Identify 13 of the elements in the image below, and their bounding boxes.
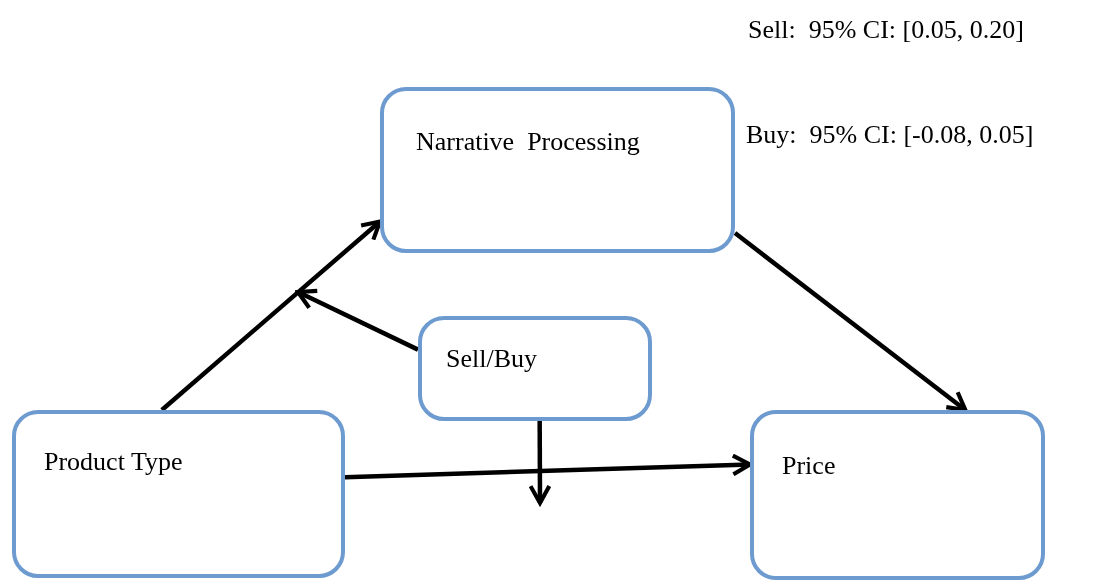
confidence-interval-note: Sell: 95% CI: [0.05, 0.20] xyxy=(748,15,1024,45)
node-label: Product Type xyxy=(44,447,183,477)
confidence-interval-note: Buy: 95% CI: [-0.08, 0.05] xyxy=(746,120,1034,150)
process-box xyxy=(418,316,652,421)
process-box xyxy=(380,87,735,253)
arrow xyxy=(528,421,552,506)
node-label: Price xyxy=(782,451,836,481)
arrow xyxy=(733,231,968,413)
process-box xyxy=(12,410,345,578)
process-box xyxy=(750,410,1045,580)
arrow xyxy=(295,288,419,352)
node-label: Narrative Processing xyxy=(416,127,640,157)
node-label: Sell/Buy xyxy=(446,344,537,374)
